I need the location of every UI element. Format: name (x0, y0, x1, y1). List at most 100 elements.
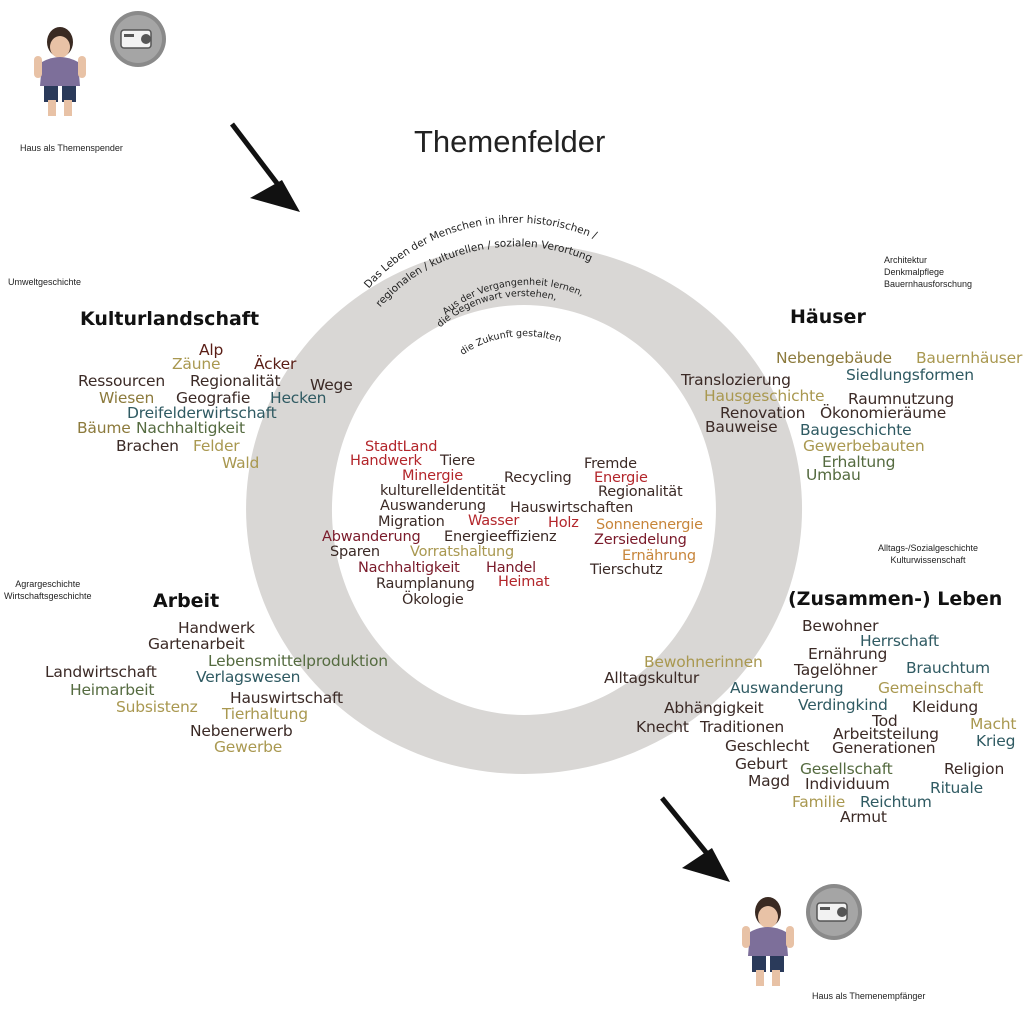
word-kultur: Wald (222, 454, 260, 472)
word-center: Heimat (498, 574, 550, 590)
word-kultur: Geografie (176, 389, 251, 407)
word-leben: Individuum (805, 775, 890, 793)
word-center: Energie (594, 470, 648, 486)
house-device-icon (110, 11, 166, 67)
word-haeuser: Baugeschichte (800, 421, 912, 439)
word-leben: Rituale (930, 779, 983, 797)
word-leben: Ernährung (808, 645, 888, 663)
word-center: Nachhaltigkeit (358, 560, 460, 576)
word-center: Hauswirtschaften (510, 500, 634, 516)
caption-sender: Haus als Themenspender (20, 143, 123, 153)
word-leben: Traditionen (700, 718, 785, 736)
word-leben: Auswanderung (730, 679, 844, 697)
word-center: Ökologie (402, 592, 464, 608)
word-leben: Religion (944, 760, 1005, 778)
word-leben: Tagelöhner (794, 661, 878, 679)
word-kultur: Wege (310, 376, 353, 394)
note-umweltgeschichte: Umweltgeschichte (8, 277, 82, 287)
word-center: StadtLand (365, 439, 438, 455)
word-haeuser: Siedlungsformen (846, 366, 974, 384)
page-title: Themenfelder (414, 124, 606, 159)
word-arbeit: Handwerk (178, 619, 255, 637)
word-arbeit: Subsistenz (116, 698, 198, 716)
heading-haeuser: Häuser (790, 306, 866, 328)
word-center: Migration (378, 514, 445, 530)
word-center: Zersiedelung (594, 532, 687, 548)
word-arbeit: Tierhaltung (222, 705, 308, 723)
word-leben: Verdingkind (798, 696, 888, 714)
word-leben: Geschlecht (725, 737, 810, 755)
word-arbeit: Gewerbe (214, 738, 283, 756)
word-kultur: Brachen (116, 437, 179, 455)
word-center: Abwanderung (322, 529, 421, 545)
word-haeuser: Ökonomieräume (820, 404, 947, 422)
word-haeuser: Umbau (806, 466, 861, 484)
word-center: Minergie (402, 468, 463, 484)
word-kultur: Bäume (77, 419, 131, 437)
word-arbeit: Hauswirtschaft (230, 689, 343, 707)
word-center: Auswanderung (380, 498, 486, 514)
word-arbeit: Gartenarbeit (148, 635, 245, 653)
house-device-icon (806, 884, 862, 940)
word-haeuser: Hausgeschichte (704, 387, 825, 405)
heading-arbeit: Arbeit (153, 590, 220, 612)
word-arbeit: Lebensmittelproduktion (208, 652, 388, 670)
word-haeuser: Translozierung (681, 371, 791, 389)
word-center: Ernährung (622, 548, 696, 564)
word-kultur: Felder (193, 437, 240, 455)
word-leben: Kleidung (912, 698, 979, 716)
word-leben: Macht (970, 715, 1017, 733)
word-leben: Arbeitsteilung (833, 725, 939, 743)
ring-inner-text-3: die Zukunft gestalten (458, 328, 563, 358)
word-center: Energieeffizienz (444, 529, 557, 545)
word-leben: Brauchtum (906, 659, 990, 677)
note-architektur: Architektur Denkmalpflege Bauernhausfors… (884, 255, 973, 289)
word-center: Handel (486, 560, 536, 576)
word-kultur: Ressourcen (78, 372, 165, 390)
word-kultur: Hecken (270, 389, 327, 407)
word-leben: Abhängigkeit (664, 699, 764, 717)
word-arbeit: Heimarbeit (70, 681, 155, 699)
word-center: Vorratshaltung (410, 544, 515, 560)
word-haeuser: Nebengebäude (776, 349, 892, 367)
word-leben: Familie (792, 793, 846, 811)
word-kultur: Alp (199, 341, 224, 359)
word-leben: Krieg (976, 732, 1016, 750)
word-center: Sonnenenergie (596, 517, 703, 533)
word-haeuser: Gewerbebauten (803, 437, 925, 455)
word-kultur: Zäune (172, 355, 221, 373)
word-center: Fremde (584, 456, 637, 472)
word-center: Tiere (440, 453, 475, 469)
word-haeuser: Raumnutzung (848, 390, 954, 408)
word-kultur: Äcker (254, 355, 297, 373)
caption-receiver: Haus als Themenempfänger (812, 991, 926, 1001)
note-agrargeschichte: Agrargeschichte Wirtschaftsgeschichte (4, 579, 92, 601)
word-center: Wasser (468, 513, 520, 529)
word-leben: Generationen (832, 739, 936, 757)
word-leben: Alltagskultur (604, 669, 700, 687)
word-kultur: Wiesen (99, 389, 155, 407)
word-arbeit: Nebenerwerb (190, 722, 293, 740)
word-arbeit: Verlagswesen (196, 668, 301, 686)
word-center: Recycling (504, 470, 572, 486)
word-center: Raumplanung (376, 576, 475, 592)
person-listening-icon (742, 897, 794, 986)
word-leben: Reichtum (860, 793, 932, 811)
word-center: Regionalität (598, 484, 683, 500)
word-arbeit: Landwirtschaft (45, 663, 157, 681)
heading-kulturlandschaft: Kulturlandschaft (80, 308, 260, 330)
word-haeuser: Bauernhäuser (916, 349, 1023, 367)
note-alltagsgeschichte: Alltags-/Sozialgeschichte Kulturwissensc… (878, 543, 979, 565)
arrow-down-right-icon (230, 122, 300, 212)
word-leben: Gesellschaft (800, 760, 893, 778)
word-haeuser: Renovation (720, 404, 806, 422)
word-kultur: Regionalität (190, 372, 281, 390)
word-center: Holz (548, 515, 579, 531)
word-leben: Herrschaft (860, 632, 939, 650)
word-kultur: Dreifelderwirtschaft (127, 404, 277, 422)
word-center: Sparen (330, 544, 380, 560)
word-haeuser: Bauweise (705, 418, 778, 436)
word-leben: Bewohnerinnen (644, 653, 763, 671)
arrow-down-right-icon (660, 796, 730, 882)
word-leben: Armut (840, 808, 887, 826)
